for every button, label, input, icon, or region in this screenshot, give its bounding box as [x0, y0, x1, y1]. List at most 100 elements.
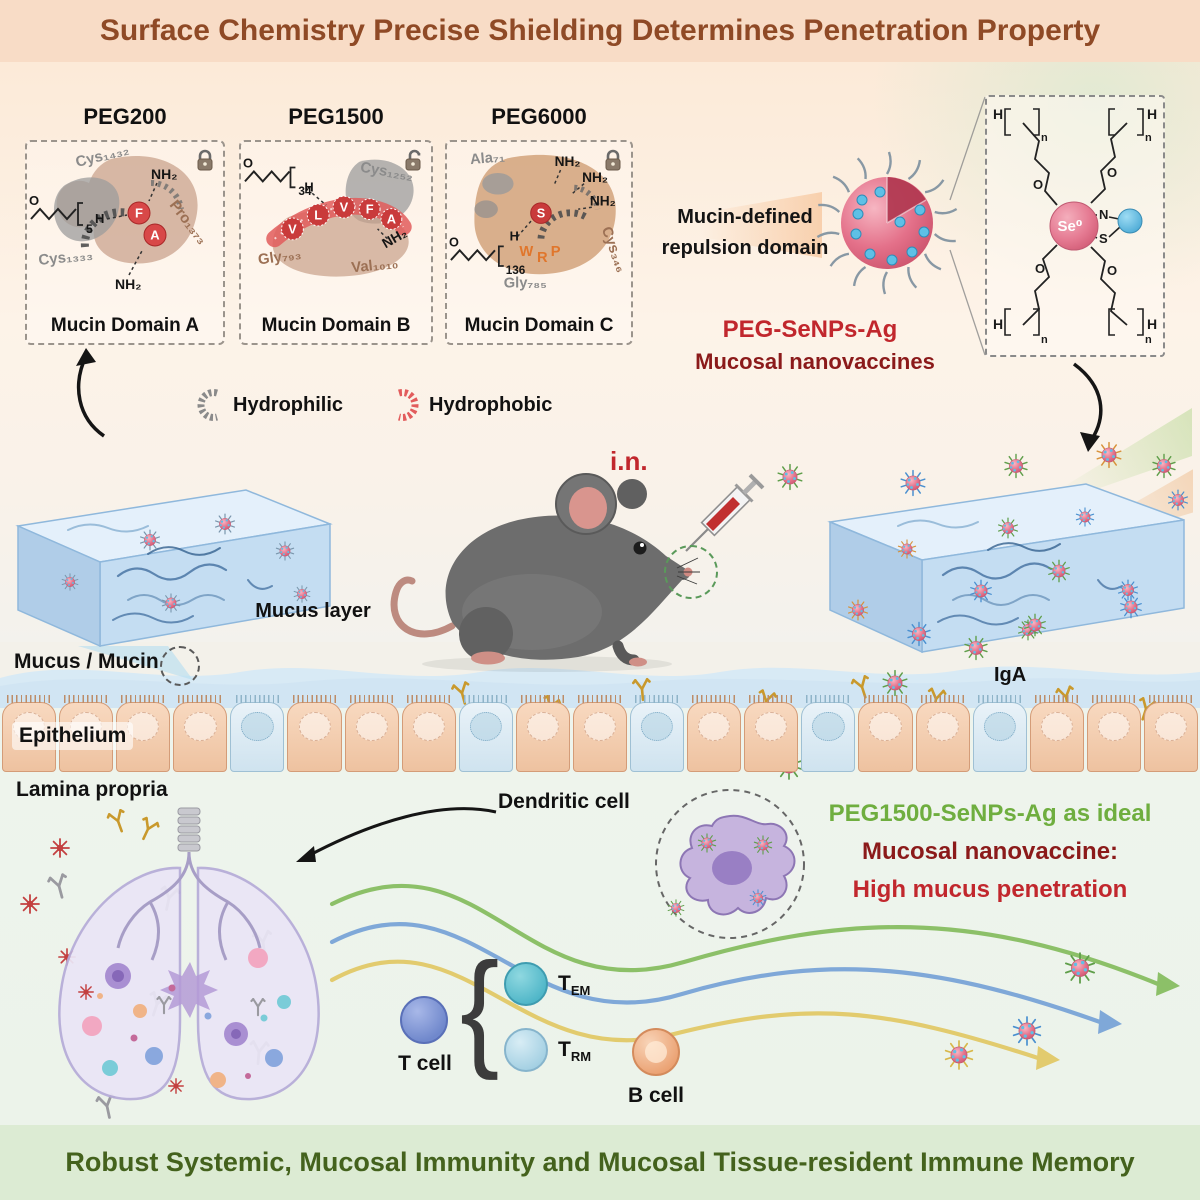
intranasal-label: i.n. — [610, 446, 648, 476]
nanoparticle — [1022, 612, 1048, 638]
peg-se-structure-box: Se⁰ N S O O O O H H H H n n n n — [985, 95, 1165, 357]
sub-n: n — [1145, 334, 1152, 346]
arrow-to-panels — [76, 348, 106, 438]
nanoparticle — [898, 468, 928, 498]
lamina-propria-label: Lamina propria — [16, 778, 168, 801]
atom-o: O — [29, 193, 39, 208]
trm-label: TRM — [558, 1038, 591, 1064]
residue-label: Ala₇₁ — [469, 149, 505, 168]
nanoparticle — [775, 462, 805, 492]
goblet-cell — [972, 695, 1027, 772]
nanoparticle — [846, 598, 870, 622]
b-cell-circle — [632, 1028, 680, 1076]
vaccine-type: Mucosal nanovaccines — [695, 349, 935, 374]
residue-label: Gly₇₈₅ — [504, 275, 547, 291]
mouse-illustration — [390, 473, 700, 672]
hydrophilic-label: Hydrophilic — [233, 393, 344, 416]
unlock-icon — [405, 149, 421, 171]
t-cell-circle — [400, 996, 448, 1044]
t-cell-label: T cell — [398, 1052, 452, 1075]
hydrophobic-icon — [398, 389, 419, 421]
sub-n: n — [1041, 132, 1048, 144]
lock-icon — [605, 149, 621, 171]
amine-label: NH₂ — [590, 193, 616, 208]
bead-letter: F — [366, 202, 374, 217]
antigen-icon — [168, 1078, 184, 1094]
amine-label: NH₂ — [582, 170, 608, 185]
bead-letter: V — [340, 200, 349, 215]
nanoparticle — [962, 634, 990, 662]
bead-letter: A — [387, 211, 396, 226]
residue-label: Val₁₀₁₀ — [351, 256, 399, 277]
epithelial-cell — [287, 695, 342, 772]
b-cell-label: B cell — [627, 1084, 685, 1107]
mucin-zoom-circle — [160, 646, 200, 686]
lock-icon — [197, 149, 213, 171]
tem-label-sub: EM — [570, 983, 591, 999]
dendritic-cell-illustration — [655, 789, 805, 939]
nanoparticle — [1118, 594, 1144, 620]
peg-senp-nanoparticle — [816, 151, 958, 295]
epithelium-label: Epithelium — [12, 722, 134, 750]
o-atom: O — [1033, 177, 1043, 192]
epithelial-cell — [173, 695, 228, 772]
lungs-illustration — [58, 807, 320, 1101]
conclusion-text: Robust Systemic, Mucosal Immunity and Mu… — [65, 1147, 1135, 1177]
tem-label: TEM — [558, 972, 590, 998]
nanoparticle — [1166, 488, 1190, 512]
title-banner: Surface Chemistry Precise Shielding Dete… — [0, 0, 1200, 62]
tem-label-main: T — [558, 972, 571, 995]
n-atom: N — [1099, 207, 1108, 222]
brace-symbol: { — [460, 936, 500, 1082]
mucus-layer-label: Mucus layer — [255, 600, 371, 622]
h-atom: H — [993, 316, 1003, 332]
epithelial-cell — [744, 695, 799, 772]
bead-letter: V — [288, 221, 297, 236]
epithelium-layer — [2, 695, 1198, 772]
iga-label: IgA — [994, 664, 1027, 686]
conclusion-banner: Robust Systemic, Mucosal Immunity and Mu… — [0, 1125, 1200, 1200]
antigen-icon — [78, 984, 94, 1000]
mucin-domain-a-art: F A O 5 H Cys₁₄₃₂ NH₂ Pro₁₃₇₃ Cys₁₃₃₃ NH… — [29, 142, 211, 292]
h-atom: H — [1147, 316, 1157, 332]
trm-label-main: T — [558, 1038, 571, 1061]
o-atom: O — [1107, 263, 1117, 278]
peg200-label: PEG200 — [83, 104, 167, 129]
residue-label: Gly₇₉₃ — [257, 247, 302, 269]
bead-letter: F — [135, 206, 143, 221]
amine-label: NH₂ — [555, 154, 581, 169]
page-title: Surface Chemistry Precise Shielding Dete… — [99, 14, 1101, 47]
mucus-mucin-label: Mucus / Mucin — [14, 650, 159, 673]
goblet-cell — [458, 695, 513, 772]
se-label: Se⁰ — [1058, 218, 1083, 235]
mucin-domain-c-art: S W R P O 136 H Ala₇₁ NH₂ NH₂ NH₂ Cys₃₄₆… — [449, 149, 629, 291]
epithelial-cell — [572, 695, 628, 772]
trm-label-sub: RM — [570, 1049, 592, 1065]
o-atom: O — [1035, 261, 1045, 276]
atom-h: H — [95, 211, 104, 226]
mucus-block-left — [15, 489, 333, 680]
s-atom: S — [1099, 231, 1108, 246]
nanoparticle — [1094, 440, 1124, 470]
panel-mucin-domain-b: V L V F A O 34 H Cys₁₂₅₂ NH₂ Gly₇₉₃ Val₁… — [239, 140, 433, 345]
repulsion-line2: repulsion domain — [661, 237, 829, 259]
philic-phobic-legend: Hydrophilic Hydrophobic — [195, 388, 552, 422]
residue-label: Cys₁₃₃₃ — [38, 246, 94, 269]
callout-lines — [949, 96, 986, 356]
peg1500-label: PEG1500 — [288, 104, 384, 129]
amine-label: NH₂ — [151, 166, 177, 182]
atom-o: O — [243, 156, 253, 171]
o-atom: O — [1107, 165, 1117, 180]
nanoparticle — [880, 668, 910, 698]
bead-letter: R — [537, 250, 548, 266]
panel-mucin-domain-c: S W R P O 136 H Ala₇₁ NH₂ NH₂ NH₂ Cys₃₄₆… — [445, 140, 633, 345]
nanoparticle — [1062, 950, 1098, 986]
bead-letter: S — [537, 206, 545, 221]
mucus-block-right — [827, 483, 1185, 654]
nanoparticle — [942, 1038, 976, 1072]
trm-cell-circle — [504, 1028, 548, 1072]
bead-letter: P — [551, 244, 561, 260]
injection-site-ring — [664, 545, 718, 599]
sub-n: n — [1041, 334, 1048, 346]
epithelial-cell — [1029, 695, 1084, 772]
